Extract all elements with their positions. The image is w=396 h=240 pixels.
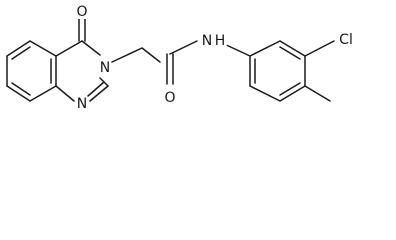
bond: [279, 82, 301, 96]
bond: [89, 85, 109, 102]
oxygen-ketone-label: O: [75, 4, 89, 20]
bond: [221, 42, 251, 57]
amide-h-label: H: [213, 33, 227, 49]
bond: [11, 46, 31, 60]
bond: [249, 85, 281, 102]
oxygen-amide-label: O: [163, 90, 177, 106]
bond: [29, 85, 57, 102]
bond: [111, 47, 143, 63]
bond: [304, 85, 331, 102]
bond: [249, 40, 281, 57]
bond: [6, 40, 31, 57]
nitrogen-ring-3-label: N: [98, 60, 112, 76]
bond-drawing: [6, 18, 335, 102]
structure-canvas: O N N O N H Cl: [6, 4, 354, 112]
bond: [279, 46, 301, 60]
bond: [81, 40, 101, 56]
bond: [11, 82, 31, 96]
bond: [55, 40, 83, 57]
bond: [6, 85, 31, 102]
bond: [87, 81, 105, 97]
bond: [169, 40, 198, 55]
bond: [29, 40, 57, 57]
bond: [279, 85, 306, 102]
bond: [141, 47, 161, 63]
nitrogen-ring-1-label: N: [75, 96, 89, 112]
bond: [55, 85, 75, 102]
bond: [279, 40, 306, 57]
amide-nh-label: N: [200, 33, 214, 49]
chlorine-label: Cl: [338, 32, 354, 48]
bond: [304, 40, 335, 57]
